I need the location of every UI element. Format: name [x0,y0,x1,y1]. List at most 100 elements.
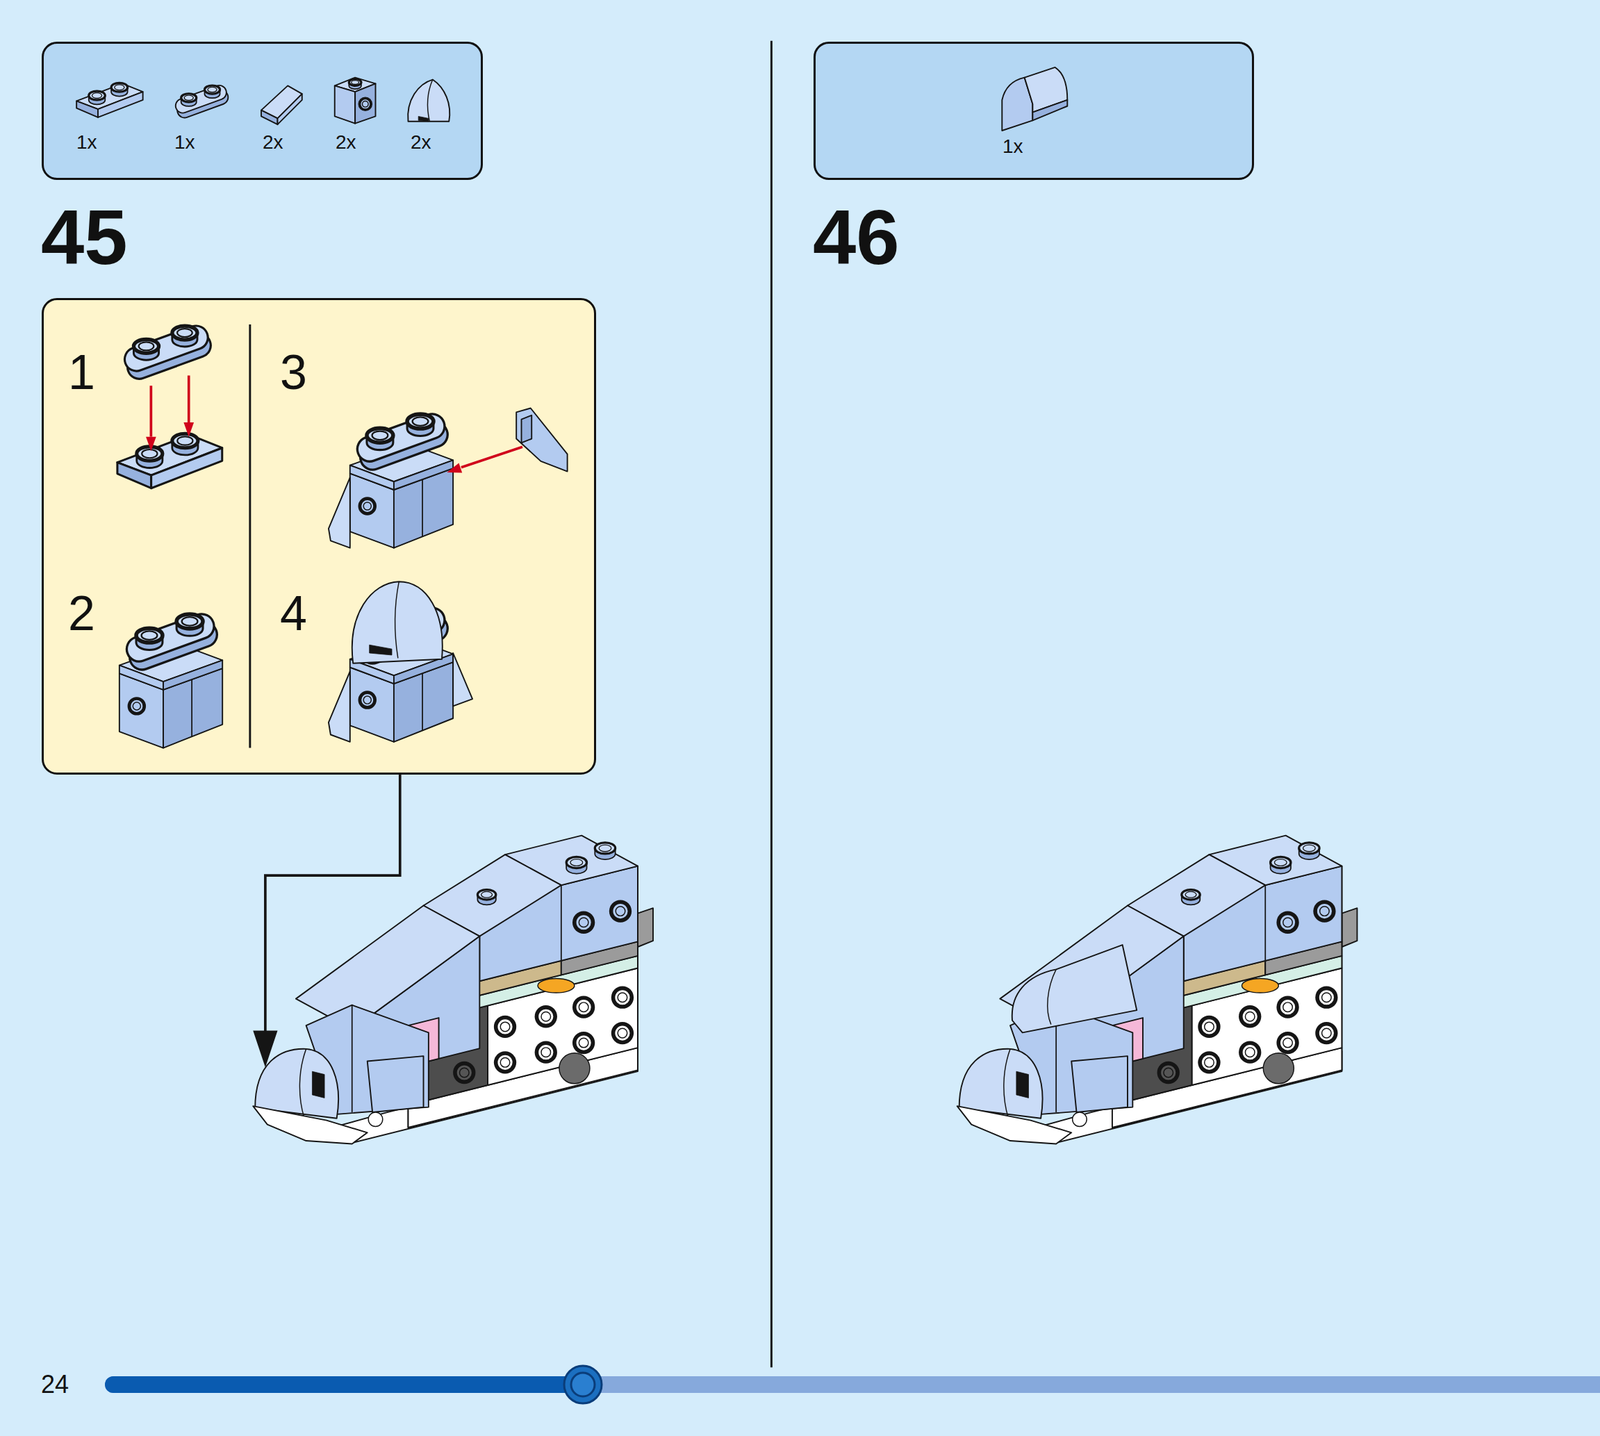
step-number: 45 [40,198,128,277]
orange-part [537,978,575,994]
stud-ring [412,416,429,426]
arrow-head [183,422,194,437]
side-stud [1279,999,1296,1016]
side-stud [132,702,141,711]
side-stud [1160,1065,1177,1082]
side-stud [541,1047,551,1058]
side-stud [611,1021,634,1045]
side-stud [130,699,144,713]
brick-outline [172,325,198,347]
stud-ring [141,630,158,640]
side-stud [363,502,371,510]
brick-face [637,908,654,947]
brick-outline [111,82,128,96]
side-stud [1320,906,1330,917]
brick-outline [566,856,587,874]
side-stud [363,696,371,704]
edge-line [351,1005,353,1113]
stud [594,842,615,854]
side-stud [1322,992,1332,1003]
stud-ring [138,341,155,351]
part-count: 2x [335,132,357,153]
side-stud [572,911,595,934]
side-stud [1283,1002,1293,1013]
train-model [957,835,1358,1145]
brick-outline [1299,842,1320,860]
brick-outline [1003,1049,1011,1118]
panel-ground [41,298,597,775]
brick-outline [957,1106,1072,1144]
brick-outline [407,414,434,436]
brick-outline [181,93,197,107]
part-group [353,410,451,474]
brick-outline [136,446,163,469]
wheel [368,1112,383,1127]
side-stud [1204,1021,1215,1032]
side-stud [1276,996,1299,1019]
brick-face [173,83,229,115]
stud [181,93,197,103]
brick-outline [1047,969,1057,1025]
edge-line [770,40,773,1368]
part-count: 1x [76,132,98,153]
side-stud [1322,1028,1332,1038]
side-stud [572,1031,595,1054]
side-stud [1283,1037,1293,1048]
side-stud [493,1051,517,1074]
stud [366,427,394,443]
brick-outline [366,427,394,450]
stud-ring [141,449,158,458]
part-group [350,410,453,549]
side-stud [1279,1035,1296,1052]
side-stud [609,899,632,922]
brick-outline [299,1049,306,1118]
side-stud [1279,914,1296,931]
brick-face [311,1071,325,1098]
part-count: 1x [174,132,196,153]
side-stud [1313,899,1336,922]
side-stud [615,906,626,917]
side-stud [612,903,629,920]
side-stud [1318,989,1335,1006]
side-stud [537,1008,554,1025]
side-stud [500,1058,510,1068]
brick-outline [176,614,203,636]
brick-face [277,93,303,125]
stud [407,414,434,429]
side-stud [1242,1008,1259,1025]
side-stud [1244,1011,1255,1022]
brick-face [516,408,567,472]
brick-face [261,110,278,126]
stud [1181,889,1200,901]
edge-line [421,479,424,537]
brick-outline [1032,100,1068,121]
part-group [173,83,230,120]
stud [172,433,199,448]
train-model [252,835,654,1145]
stud-ring [114,84,125,91]
brick-outline [136,628,163,650]
stud [136,446,163,461]
brick-face [452,653,473,706]
substep-number: 2 [68,589,96,638]
side-stud [572,996,595,1019]
brick-face [1071,1056,1128,1113]
brick-face [334,85,356,123]
side-stud [578,917,589,928]
brick-face [1341,908,1357,947]
arrow-head [446,463,463,474]
stud-ring [177,328,193,337]
brick-outline [1012,944,1137,1033]
side-stud [1276,911,1299,934]
brick-outline [252,1106,368,1144]
step-number: 46 [812,198,900,277]
side-stud [1197,1051,1220,1074]
stud [111,82,128,92]
side-stud [500,1021,510,1032]
brick-face [393,459,453,490]
brick-face [369,644,392,656]
brick-face [328,477,351,548]
wheel [1263,1053,1294,1084]
stud [176,614,203,629]
brick-outline [959,1049,1043,1119]
